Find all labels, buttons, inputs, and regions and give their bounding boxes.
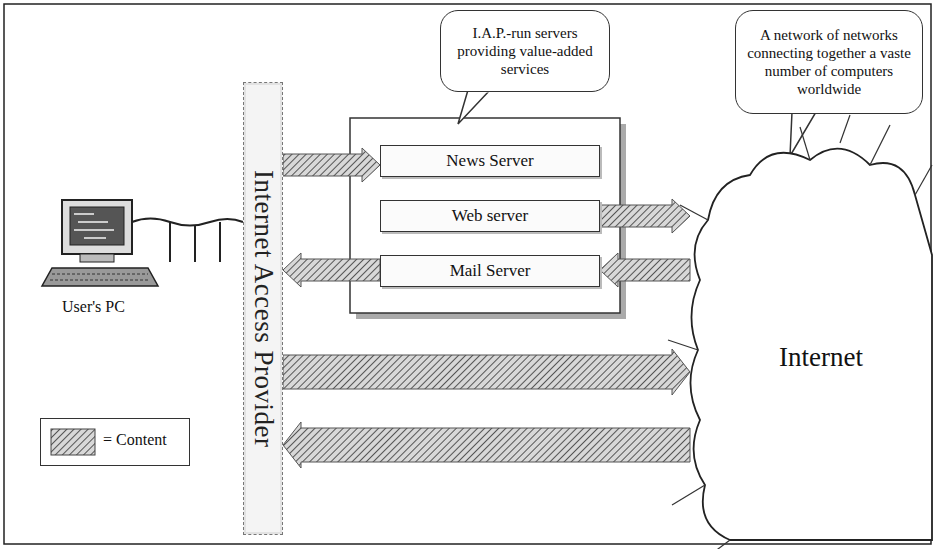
node-label: A network of networks connecting togethe… [746,26,912,98]
node-label: I.A.P.-run servers providing value-added… [451,24,599,78]
server-container [350,118,620,313]
pc-illustration [42,200,158,286]
internet-cloud: Internet [690,135,932,540]
caption-label: User's PC [62,298,125,316]
node-label: Web server [452,206,529,226]
server-box: News Server [380,145,600,177]
legend-sample [41,419,101,467]
node-label: News Server [446,151,533,171]
content-arrow [600,253,690,287]
callout-bubble: A network of networks connecting togethe… [735,10,923,114]
server-box: Mail Server [380,255,600,287]
node-label: Mail Server [450,261,531,281]
phone-cable [132,219,243,263]
content-arrow [283,148,380,182]
callout-bubble: I.A.P.-run servers providing value-added… [440,10,610,92]
content-arrow [600,199,690,233]
provider-band: Internet Access Provider [243,82,283,535]
content-arrow [283,253,380,287]
node-label: Internet [779,342,863,373]
cloud-outline [690,135,932,540]
server-box: Web server [380,200,600,232]
content-arrow [283,422,690,468]
outer-frame [4,4,931,544]
legend-text: = Content [103,431,167,449]
legend-box: = Content [40,418,190,466]
content-arrow [283,349,690,395]
callout-tail [458,90,490,124]
vertical-label: Internet Access Provider [248,170,279,447]
callout-tail [790,112,816,156]
